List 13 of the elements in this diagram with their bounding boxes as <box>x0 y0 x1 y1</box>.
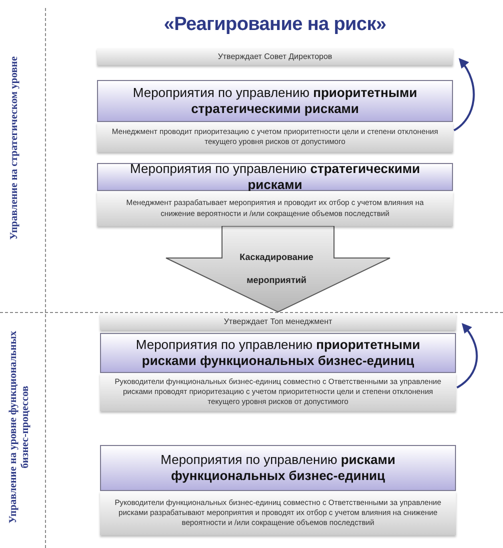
measure-heading: Мероприятия по управлению рисками функциональных бизнес-единиц <box>100 445 456 491</box>
curved-arrow <box>453 58 475 132</box>
block-arrow <box>166 226 390 313</box>
diagram-title: «Реагирование на риск» <box>162 14 388 36</box>
measure-heading: Мероприятия по управлению стратегическими рисками <box>97 163 453 191</box>
edge-label: Каскадирование мероприятий <box>238 251 314 288</box>
measure-heading: Мероприятия по управлению приоритетными стратегическими рисками <box>97 80 453 122</box>
section-label: Управление на уровне функциональных бизнес-процессов <box>8 330 32 526</box>
section-label: Управление на стратегическом уровне <box>8 55 21 242</box>
approval-bar: Утверждает Совет Директоров <box>97 48 453 65</box>
measure-heading: Мероприятия по управлению приоритетными рисками функциональных бизнес-единиц <box>100 333 456 373</box>
curved-arrow <box>456 322 478 388</box>
approval-bar: Утверждает Топ менеджмент <box>100 313 456 330</box>
